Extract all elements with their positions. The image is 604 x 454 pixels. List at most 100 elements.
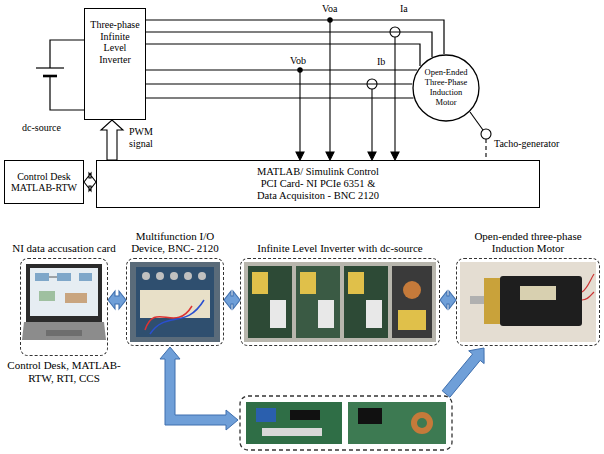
component <box>270 300 286 328</box>
screen-block <box>57 273 71 281</box>
arrow-head <box>326 152 334 160</box>
box-label: Open-Ended Three-Phase Induction Motor <box>419 68 473 107</box>
panel-caption: Control Desk, MATLAB-RTW, RTI, CCS <box>4 359 124 384</box>
link-arrow <box>442 348 484 397</box>
component <box>256 408 276 422</box>
component <box>318 300 334 328</box>
component <box>411 412 433 434</box>
circuit-board <box>296 266 340 338</box>
link-arrow <box>224 291 240 309</box>
signal-label: Ib <box>377 56 385 68</box>
signal-label: Vob <box>290 55 306 67</box>
laptop-photo <box>22 264 106 340</box>
component <box>417 418 427 428</box>
source-label: dc-source <box>22 122 61 134</box>
signal-label: Voa <box>322 3 337 15</box>
wire <box>150 300 204 334</box>
box-label: Control Desk MATLAB-RTW <box>8 171 80 194</box>
bnc-connector <box>184 272 192 280</box>
link-arrow <box>108 291 126 309</box>
signal-label: Ia <box>400 3 408 15</box>
part-label: Tacho-generator <box>494 138 559 150</box>
pwm-arrow <box>101 120 123 160</box>
bnc-connector <box>156 272 164 280</box>
laptop-touchpad <box>46 330 82 336</box>
screen-wire <box>49 277 57 278</box>
phase-wire <box>146 20 444 54</box>
component <box>398 310 426 330</box>
component <box>403 281 421 299</box>
panel-heading: Open-ended three-phase Induction Motor <box>463 230 593 255</box>
laptop-base <box>22 322 106 340</box>
motor-flange <box>484 278 502 324</box>
component <box>348 272 364 294</box>
name-plate <box>520 286 556 300</box>
inverter-photo <box>244 262 436 342</box>
screen-block <box>65 293 87 303</box>
component <box>252 272 268 294</box>
box-label: Three-phase Infinite Level Inverter <box>88 19 142 65</box>
link-arrow <box>160 347 238 430</box>
panel-heading: NI data accusation card <box>6 242 122 255</box>
screen-block <box>79 273 92 281</box>
motor-body <box>500 276 582 326</box>
link-arrow <box>84 173 96 191</box>
inverter-box: Three-phase Infinite Level Inverter <box>84 8 146 120</box>
measurement-lines <box>296 18 400 160</box>
tacho-generator-symbol <box>470 112 491 160</box>
photo-ground <box>244 262 436 342</box>
tacho-circle <box>481 129 491 139</box>
terminal-block <box>140 290 210 318</box>
link-arrow <box>440 291 456 309</box>
dc-source-symbol <box>36 40 84 110</box>
photo-panel <box>240 396 452 450</box>
bnc-connector <box>198 272 206 280</box>
component <box>366 300 382 328</box>
feedback-line <box>485 139 486 160</box>
circuit-board <box>248 266 292 338</box>
panel-heading: Multifunction I/O Device, BNC- 2120 <box>125 230 225 255</box>
photo-ground <box>460 262 596 342</box>
phase-wire <box>146 97 414 98</box>
signal-line <box>299 70 300 152</box>
phase-wire <box>146 69 417 70</box>
panel-heading: Infinite Level Inverter with dc-source <box>240 242 440 255</box>
motor-circle: Open-Ended Three-Phase Induction Motor <box>412 54 480 122</box>
sensor-boards-photo <box>246 402 446 444</box>
component <box>358 408 382 424</box>
component <box>300 272 316 294</box>
motor-leads <box>582 274 594 300</box>
circuit-board <box>348 402 446 444</box>
component <box>290 410 320 420</box>
motor-photo <box>460 262 596 342</box>
device-panel <box>136 267 214 337</box>
arrow-head <box>296 152 304 160</box>
supply-wire <box>50 76 84 110</box>
bnc-connector <box>170 272 178 280</box>
circuit-board <box>392 266 432 338</box>
bnc-device-photo <box>130 262 220 342</box>
arrow-head <box>391 152 399 160</box>
controller-box: MATLAB/ Simulink Control PCI Card- NI PC… <box>96 160 540 208</box>
photo-ground <box>130 262 220 342</box>
control-desk-box: Control Desk MATLAB-RTW <box>4 160 84 204</box>
wire <box>145 306 192 330</box>
edge-label: PWM signal <box>128 126 166 149</box>
laptop-screen <box>30 268 98 316</box>
photo-panel: Multifunction I/O Device, BNC- 2120 <box>126 258 224 346</box>
battery-plate <box>36 67 64 68</box>
supply-wire <box>50 40 84 68</box>
photo-panel: Open-ended three-phase Induction Motor <box>456 258 600 346</box>
laptop-bezel <box>26 264 102 322</box>
motor-circle-outline <box>413 55 479 121</box>
shaft-line <box>470 112 483 130</box>
circuit-board <box>246 402 342 444</box>
box-label: MATLAB/ Simulink Control PCI Card- NI PC… <box>250 166 386 202</box>
photo-panel: Infinite Level Inverter with dc-source <box>240 258 440 346</box>
arrow-head <box>368 152 376 160</box>
motor-shaft <box>470 296 484 304</box>
signal-line <box>329 20 330 152</box>
screen-block <box>35 273 49 281</box>
